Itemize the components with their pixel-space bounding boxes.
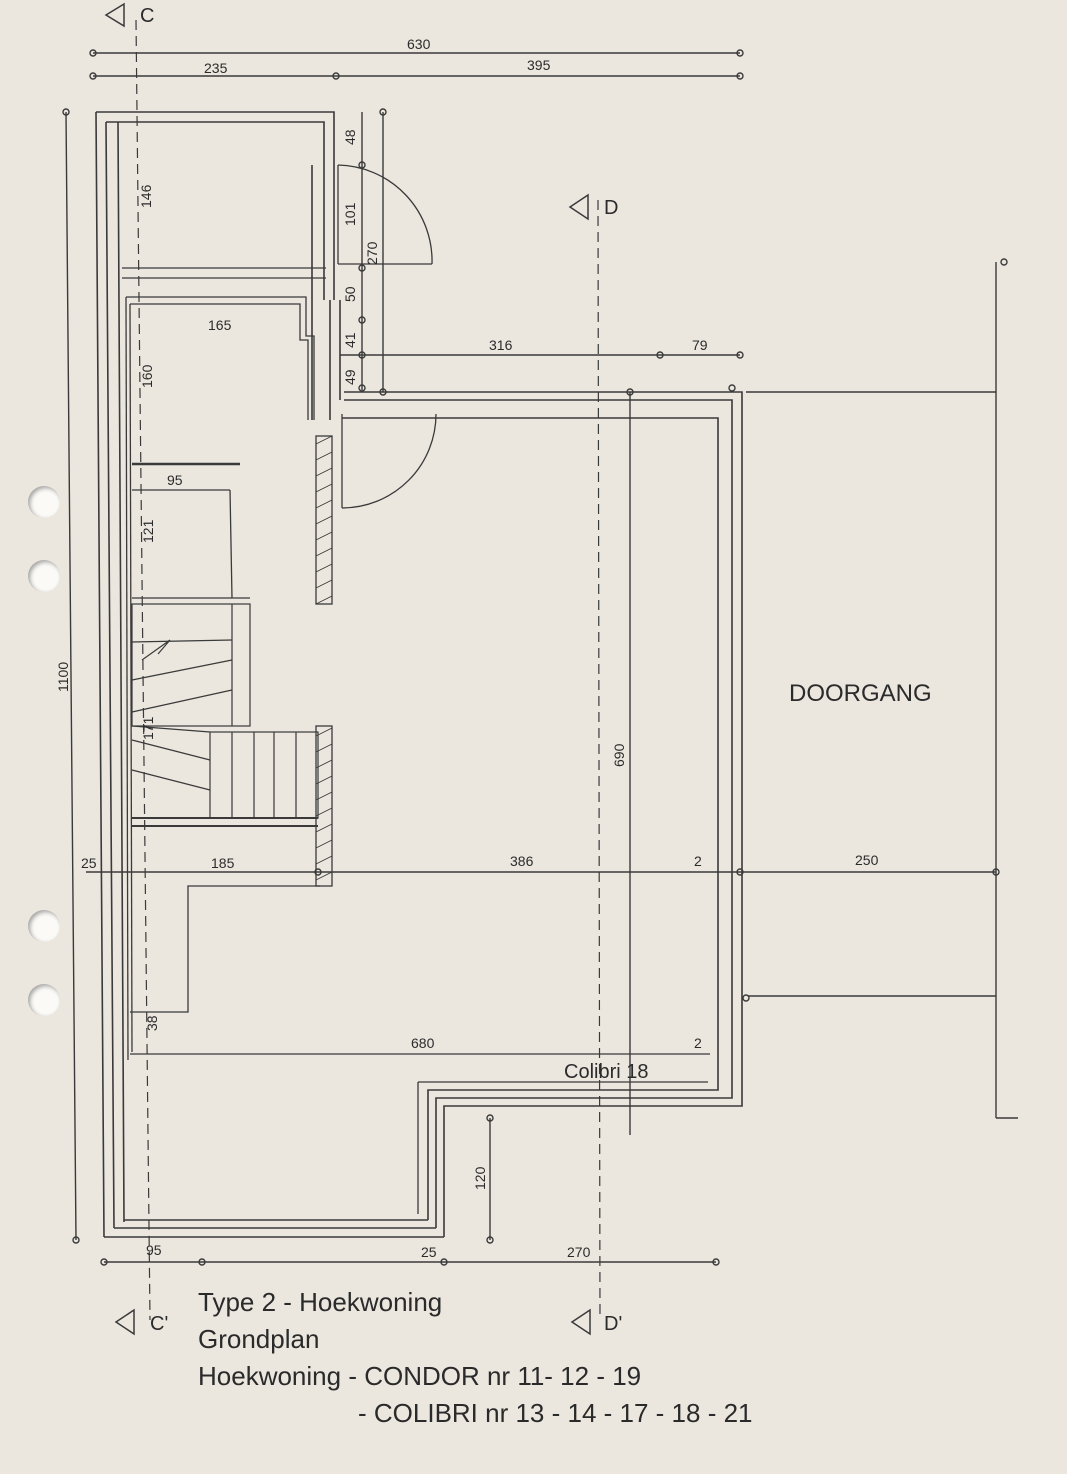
section-line-d	[597, 199, 601, 1321]
punch-hole	[28, 486, 60, 518]
dim-label: 395	[527, 57, 551, 73]
doorgang-label: DOORGANG	[789, 680, 932, 707]
dim-label: 101	[342, 202, 358, 226]
punch-hole	[28, 984, 60, 1016]
dim-label: 270	[567, 1244, 591, 1260]
interior-walls	[122, 267, 710, 1214]
dim-label: 160	[139, 364, 155, 388]
punch-hole	[28, 910, 60, 942]
dim-label: 25	[421, 1244, 437, 1260]
dim-label: 95	[167, 472, 183, 488]
dim-label: 50	[342, 286, 358, 302]
doors	[337, 164, 437, 509]
exterior-walls	[95, 111, 743, 1238]
section-marker-c-top	[104, 2, 125, 28]
dim-label: 235	[204, 60, 228, 76]
dim-label: 121	[140, 519, 156, 543]
dim-label: 95	[146, 1242, 162, 1258]
dim-label: 1100	[55, 662, 71, 692]
dim-label: 386	[510, 853, 534, 869]
dim-label: 316	[489, 337, 513, 353]
dim-label: 38	[144, 1015, 160, 1031]
staircase	[131, 603, 319, 819]
dim-label: 48	[342, 129, 358, 145]
dim-label: 250	[855, 852, 879, 868]
caption-plan-name: Grondplan	[198, 1324, 320, 1354]
section-label-d-bottom: D'	[604, 1313, 622, 1335]
dim-label: 146	[138, 184, 154, 208]
dim-label: 2	[694, 853, 702, 869]
dim-label: 79	[692, 337, 708, 353]
dim-label: 185	[211, 855, 235, 871]
dim-label: 2	[694, 1035, 702, 1051]
dim-label: 25	[81, 855, 97, 871]
dim-label: 49	[342, 369, 358, 385]
dim-label: 41	[342, 332, 358, 348]
dim-label: 120	[472, 1166, 488, 1190]
section-label-d-top: D	[604, 197, 618, 219]
section-label-c-bottom: C'	[150, 1313, 168, 1335]
caption-type: Type 2 - Hoekwoning	[198, 1287, 443, 1317]
dim-line-1100	[65, 111, 77, 1241]
caption-colibri-numbers: - COLIBRI nr 13 - 14 - 17 - 18 - 21	[358, 1398, 753, 1428]
dim-label: 171	[140, 716, 156, 740]
dim-label: 630	[407, 36, 431, 52]
dim-label: 690	[611, 743, 627, 767]
caption-condor-numbers: Hoekwoning - CONDOR nr 11- 12 - 19	[198, 1361, 642, 1391]
section-marker-d-bottom	[570, 1308, 591, 1336]
section-line-c	[135, 19, 151, 1321]
dim-label: 680	[411, 1035, 435, 1051]
dim-label: 270	[364, 241, 380, 265]
dim-label: 165	[208, 317, 232, 333]
section-marker-c-bottom	[114, 1308, 135, 1336]
section-marker-d-top	[568, 193, 589, 221]
punch-hole	[28, 560, 60, 592]
section-label-c-top: C	[140, 5, 154, 27]
unit-label: Colibri 18	[564, 1061, 648, 1083]
